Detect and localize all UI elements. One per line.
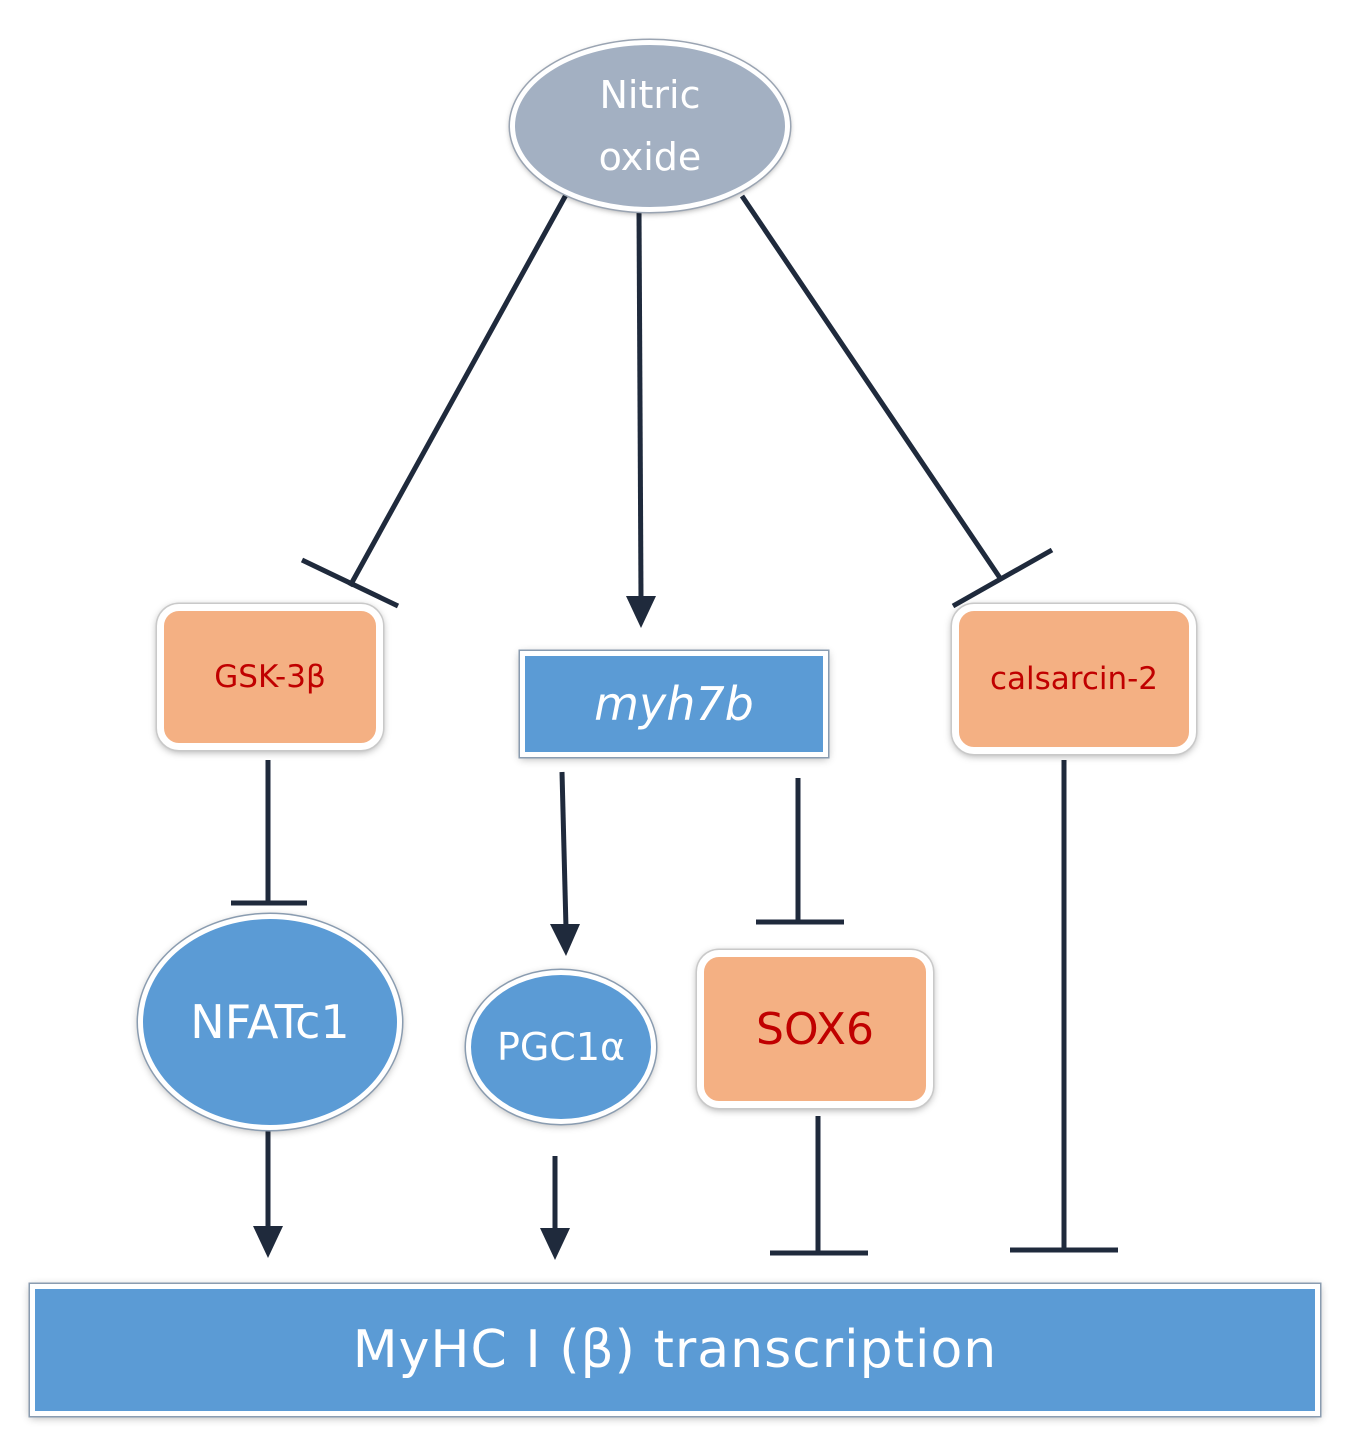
gsk3b-node: GSK-3β (157, 604, 383, 750)
edge-no-activates-myh7b (626, 209, 656, 628)
nitric-oxide-label-line1: Nitric (599, 73, 701, 117)
nfatc1-label: NFATc1 (190, 995, 350, 1049)
sox6-node: SOX6 (697, 950, 933, 1108)
edge-calsarcin2-inhibits-myhc (1010, 760, 1118, 1253)
edge-no-inhibits-calsarcin2 (739, 194, 1054, 609)
edge-no-inhibits-gsk3b (300, 191, 570, 609)
edge-myh7b-activates-pgc1a (550, 771, 580, 956)
edge-nfatc1-activates-myhc (253, 1126, 283, 1258)
pgc1a-node: PGC1α (466, 970, 656, 1124)
myh7b-label: myh7b (594, 677, 754, 731)
nitric-oxide-label-line2: oxide (598, 135, 702, 179)
edge-sox6-inhibits-myhc (770, 1116, 868, 1256)
sox6-label: SOX6 (756, 1003, 874, 1055)
calsarcin2-label: calsarcin-2 (989, 661, 1159, 697)
myh7b-node: myh7b (520, 651, 828, 757)
pgc1a-label: PGC1α (496, 1025, 626, 1069)
nfatc1-node: NFATc1 (138, 914, 402, 1130)
myhc-transcription-node: MyHC I (β) transcription (30, 1284, 1320, 1416)
gsk3b-label: GSK-3β (214, 659, 326, 695)
edge-gsk3b-inhibits-nfatc1 (231, 760, 307, 906)
nitric-oxide-node: Nitric oxide (510, 40, 790, 212)
calsarcin2-node: calsarcin-2 (952, 604, 1196, 754)
edge-myh7b-inhibits-sox6 (756, 778, 844, 925)
edge-pgc1a-activates-myhc (540, 1156, 570, 1260)
myhc-transcription-label: MyHC I (β) transcription (352, 1320, 998, 1380)
